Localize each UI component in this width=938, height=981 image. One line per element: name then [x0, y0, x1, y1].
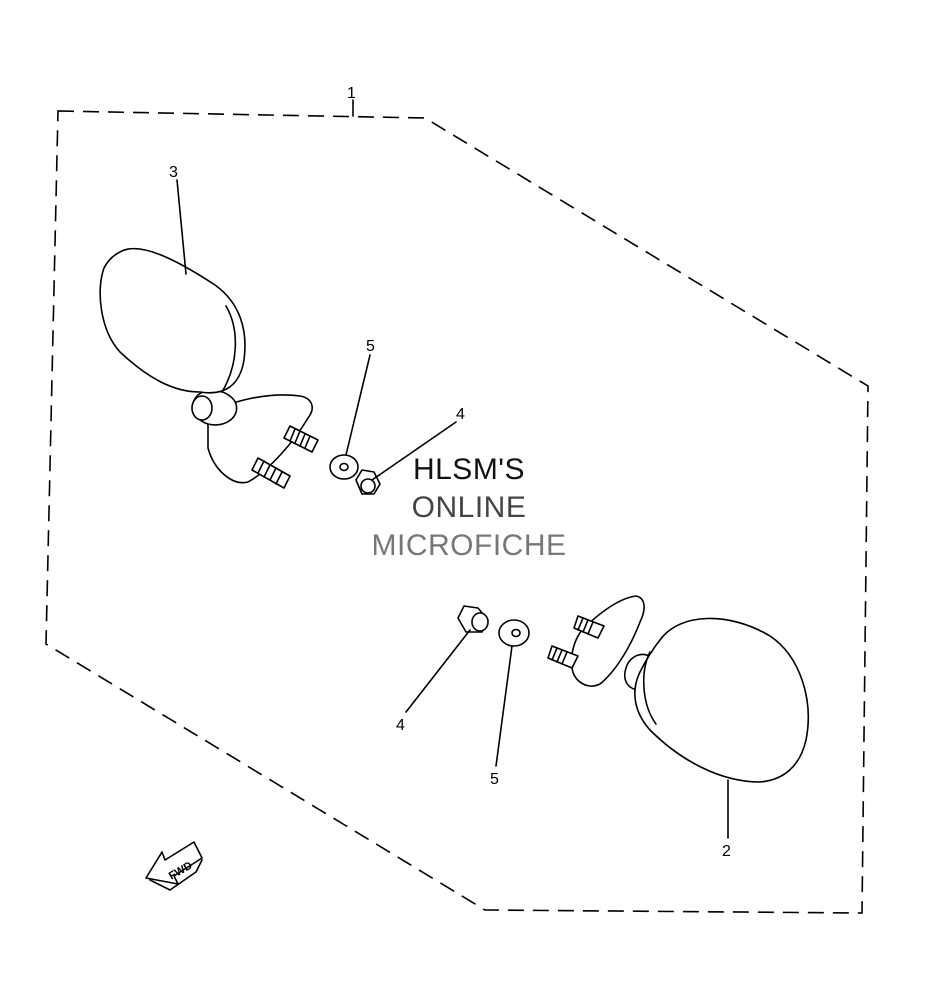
left-mirror-stud-upper: [283, 425, 319, 453]
callout-1: 1: [347, 85, 356, 102]
callout-2: 2: [722, 843, 731, 860]
callout-5-right: 5: [490, 771, 499, 788]
watermark-line-2: ONLINE: [411, 491, 527, 524]
assembly-boundary: [45, 110, 869, 914]
callout-4-right: 4: [396, 717, 405, 734]
callout-4-left: 4: [456, 406, 465, 423]
right-mirror-stud-lower: [547, 645, 579, 669]
right-mirror-stud-upper: [573, 615, 605, 639]
right-nut[interactable]: [457, 605, 489, 633]
left-mirror-stud-lower: [251, 457, 291, 489]
watermark-line-3: MICROFICHE: [371, 529, 567, 562]
left-washer[interactable]: [329, 454, 359, 480]
right-washer[interactable]: [498, 619, 530, 647]
leader-lines: [176, 99, 729, 839]
watermark-line-1: HLSM'S: [412, 453, 526, 486]
left-nut[interactable]: [355, 469, 381, 495]
callout-5-left: 5: [366, 338, 375, 355]
left-mirror[interactable]: [99, 247, 319, 489]
callout-3: 3: [169, 164, 178, 181]
fwd-arrow-icon: FWD: [145, 841, 203, 891]
right-mirror[interactable]: [547, 595, 809, 783]
